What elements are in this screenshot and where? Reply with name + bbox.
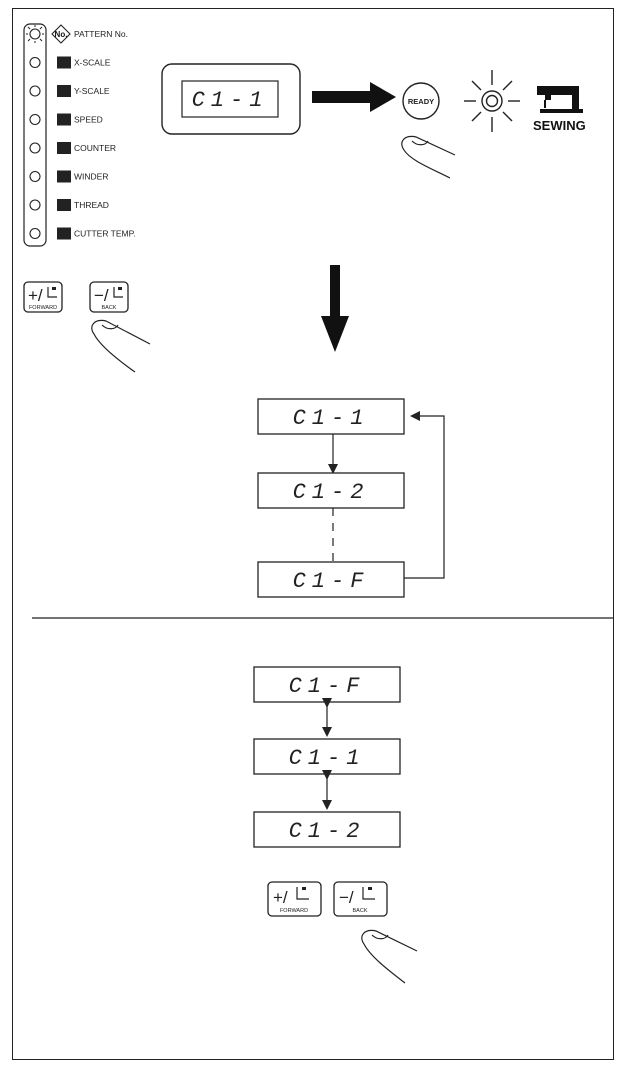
indicator-label: CUTTER TEMP. xyxy=(74,229,136,239)
speed-icon xyxy=(57,113,71,126)
arrow-down xyxy=(321,265,349,352)
indicator-row: Y-SCALE xyxy=(29,85,110,97)
indicator-label: Y-SCALE xyxy=(74,86,110,96)
forward-key-bottom[interactable]: +/ FORWARD xyxy=(267,881,322,917)
forward-key-symbol: +/ xyxy=(273,888,288,907)
back-key-bottom[interactable]: −/ BACK xyxy=(333,881,388,917)
bidir-display-2: C1-1 xyxy=(289,746,366,771)
forward-key-symbol: +/ xyxy=(28,286,43,305)
bidir-display-1: C1-F xyxy=(289,674,366,699)
pointing-finger-icon xyxy=(361,929,418,984)
indicator-label: COUNTER xyxy=(74,143,116,153)
bidirectional-sequence: C1-F C1-1 C1-2 xyxy=(253,666,401,848)
main-display: C1-1 xyxy=(161,63,301,135)
forward-key-label: FORWARD xyxy=(29,305,57,311)
cycle-sequence: C1-1 C1-2 C1-F xyxy=(257,398,445,598)
indicator-label: SPEED xyxy=(74,115,103,125)
indicator-led-icon xyxy=(29,199,41,211)
cycle-display-3: C1-F xyxy=(293,569,370,594)
forward-key-label: FORWARD xyxy=(280,908,308,914)
indicator-led-icon xyxy=(29,113,41,126)
pattern-no-badge: No. xyxy=(55,30,68,39)
back-key-top[interactable]: −/ BACK xyxy=(89,281,129,313)
arrow-to-ready xyxy=(312,82,396,112)
indicator-row: COUNTER xyxy=(29,142,116,154)
sewing-label: SEWING xyxy=(533,118,586,133)
pattern-no-icon: No. xyxy=(51,24,71,44)
indicator-label: WINDER xyxy=(74,172,108,182)
indicator-led-icon xyxy=(29,227,41,240)
indicator-label: X-SCALE xyxy=(74,58,111,68)
indicator-label: PATTERN No. xyxy=(74,29,128,39)
indicator-row: SPEED xyxy=(29,113,103,126)
bidir-display-3: C1-2 xyxy=(289,819,366,844)
indicator-led-icon xyxy=(29,142,41,154)
back-key-label: BACK xyxy=(353,908,368,914)
indicator-led-icon xyxy=(29,56,41,69)
pointing-finger-icon xyxy=(401,135,456,179)
ready-button-label: READY xyxy=(408,97,434,106)
indicator-row: THREAD xyxy=(29,199,109,211)
back-key-symbol: −/ xyxy=(94,286,109,305)
cycle-display-1: C1-1 xyxy=(293,406,370,431)
x-scale-icon xyxy=(57,56,71,69)
counter-icon xyxy=(57,142,71,154)
lamp-lit-icon xyxy=(464,70,520,132)
indicator-led-lit-icon xyxy=(29,28,41,40)
back-key-label: BACK xyxy=(102,305,117,311)
diagram-frame xyxy=(12,8,614,1060)
ready-button[interactable]: READY xyxy=(402,82,440,120)
indicator-led-icon xyxy=(29,170,41,183)
main-display-text: C1-1 xyxy=(192,88,269,113)
forward-key-top[interactable]: +/ FORWARD xyxy=(23,281,63,313)
sewing-machine-icon xyxy=(537,86,583,113)
indicator-row: X-SCALE xyxy=(29,56,111,69)
indicator-row: CUTTER TEMP. xyxy=(29,227,136,240)
back-key-symbol: −/ xyxy=(339,888,354,907)
thread-icon xyxy=(57,199,71,211)
indicator-led-icon xyxy=(29,85,41,97)
pointing-finger-icon xyxy=(91,319,151,373)
y-scale-icon xyxy=(57,85,71,97)
indicator-row: WINDER xyxy=(29,170,108,183)
cutter-temp-icon xyxy=(57,227,71,240)
cycle-display-2: C1-2 xyxy=(293,480,370,505)
indicator-panel: No. PATTERN No. X-SCALE Y-SCALE SPEED COUNTER… xyxy=(23,23,136,247)
indicator-label: THREAD xyxy=(74,200,109,210)
indicator-row: No. PATTERN No. xyxy=(26,24,128,44)
winder-icon xyxy=(57,170,71,183)
